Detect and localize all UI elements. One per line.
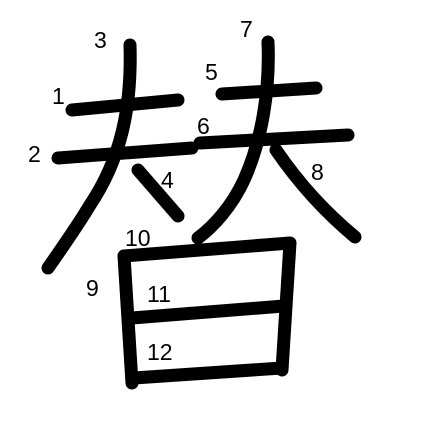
stroke-10 — [117, 236, 297, 377]
stroke-number-1: 1 — [52, 83, 65, 109]
stroke-6 — [193, 128, 355, 150]
stroke-number-4: 4 — [161, 167, 174, 193]
stroke-8 — [269, 143, 362, 244]
stroke-number-7: 7 — [240, 16, 253, 42]
stroke-number-12: 12 — [147, 339, 173, 365]
stroke-11 — [125, 299, 291, 325]
stroke-7 — [191, 35, 275, 245]
stroke-number-9: 9 — [86, 275, 99, 301]
stroke-2 — [51, 141, 199, 165]
stroke-number-3: 3 — [94, 27, 107, 53]
stroke-number-6: 6 — [197, 113, 210, 139]
stroke-number-2: 2 — [28, 141, 41, 167]
stroke-3 — [41, 38, 137, 275]
stroke-number-10: 10 — [125, 225, 151, 251]
stroke-4 — [131, 163, 185, 223]
stroke-12 — [127, 361, 289, 385]
stroke-number-5: 5 — [205, 59, 218, 85]
stroke-number-8: 8 — [311, 159, 324, 185]
stroke-number-11: 11 — [147, 281, 171, 307]
